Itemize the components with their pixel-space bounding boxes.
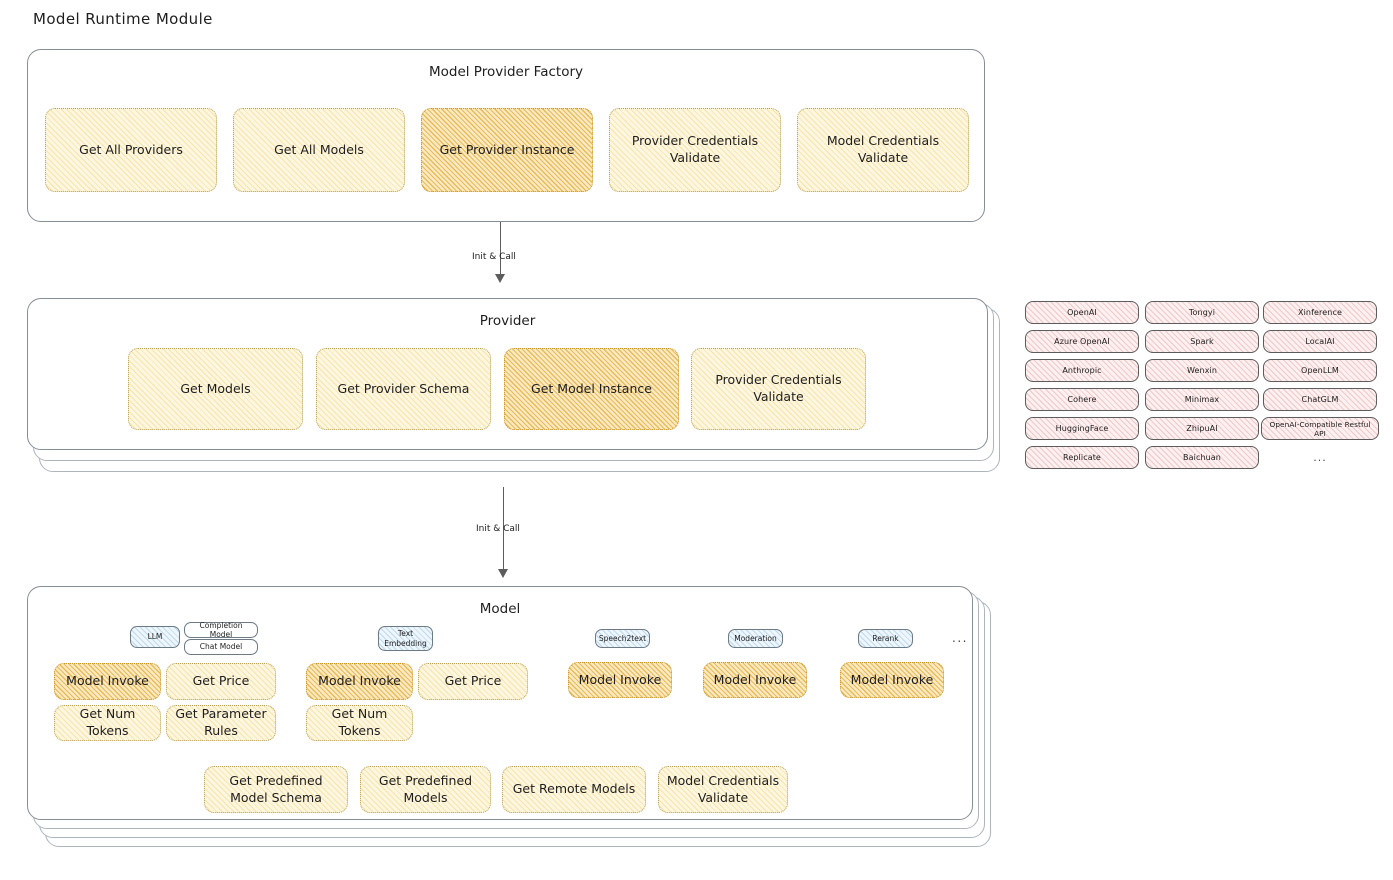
llm-node-get-parameter-rules[interactable]: Get Parameter Rules: [166, 705, 276, 741]
model-provider-factory-title: Model Provider Factory: [428, 64, 583, 80]
rerank-node-model-invoke[interactable]: Model Invoke: [840, 662, 944, 698]
arrow-provider-to-model-label: Init & Call: [476, 524, 520, 534]
arrow-factory-to-provider-head: [495, 274, 505, 283]
llm-node-get-price[interactable]: Get Price: [166, 663, 276, 700]
provider-node-get-models[interactable]: Get Models: [128, 348, 303, 430]
factory-node-model-credentials-validate[interactable]: Model Credentials Validate: [797, 108, 969, 192]
model-node-get-predefined-models[interactable]: Get Predefined Models: [360, 766, 491, 813]
arrow-provider-to-model-line: [503, 487, 505, 571]
factory-node-get-all-providers[interactable]: Get All Providers: [45, 108, 217, 192]
provider-chip-openai[interactable]: OpenAI: [1025, 301, 1139, 324]
provider-chip-openllm[interactable]: OpenLLM: [1263, 359, 1377, 382]
provider-chip-huggingface[interactable]: HuggingFace: [1025, 417, 1139, 440]
provider-chip-xinference[interactable]: Xinference: [1263, 301, 1377, 324]
text-embedding-node-get-price[interactable]: Get Price: [418, 663, 528, 700]
model-type-tag-llm[interactable]: LLM: [130, 626, 180, 648]
model-container: Model: [27, 586, 973, 820]
provider-chip-anthropic[interactable]: Anthropic: [1025, 359, 1139, 382]
model-type-tag-speech2text[interactable]: Speech2text: [595, 629, 650, 648]
model-types-more-ellipsis: ...: [952, 631, 968, 645]
factory-node-get-provider-instance[interactable]: Get Provider Instance: [421, 108, 593, 192]
provider-node-get-provider-schema[interactable]: Get Provider Schema: [316, 348, 491, 430]
model-node-get-predefined-model-schema[interactable]: Get Predefined Model Schema: [204, 766, 348, 813]
provider-chip-chatglm[interactable]: ChatGLM: [1263, 388, 1377, 411]
provider-chip-minimax[interactable]: Minimax: [1145, 388, 1259, 411]
text-embedding-node-get-num-tokens[interactable]: Get Num Tokens: [306, 705, 413, 741]
llm-node-model-invoke[interactable]: Model Invoke: [54, 663, 161, 700]
provider-chip-wenxin[interactable]: Wenxin: [1145, 359, 1259, 382]
provider-chip-baichuan[interactable]: Baichuan: [1145, 446, 1259, 469]
page-title: Model Runtime Module: [33, 10, 213, 28]
speech2text-node-model-invoke[interactable]: Model Invoke: [568, 662, 672, 698]
provider-node-provider-credentials-validate[interactable]: Provider Credentials Validate: [691, 348, 866, 430]
text-embedding-node-model-invoke[interactable]: Model Invoke: [306, 663, 413, 700]
provider-chip-more-ellipsis: ...: [1313, 451, 1327, 464]
model-subtype-tag-completion-model[interactable]: Completion Model: [184, 621, 258, 639]
llm-node-get-num-tokens[interactable]: Get Num Tokens: [54, 705, 161, 741]
provider-chip-tongyi[interactable]: Tongyi: [1145, 301, 1259, 324]
provider-chip-openai-compatible-restful-api[interactable]: OpenAI-Compatible Restful API: [1261, 417, 1379, 440]
model-title: Model: [479, 601, 521, 617]
provider-chip-spark[interactable]: Spark: [1145, 330, 1259, 353]
provider-chip-zhipuai[interactable]: ZhipuAI: [1145, 417, 1259, 440]
provider-chip-cohere[interactable]: Cohere: [1025, 388, 1139, 411]
factory-node-provider-credentials-validate[interactable]: Provider Credentials Validate: [609, 108, 781, 192]
model-type-tag-rerank[interactable]: Rerank: [858, 629, 913, 648]
model-type-tag-moderation[interactable]: Moderation: [728, 629, 783, 648]
provider-title: Provider: [479, 313, 536, 329]
model-node-model-credentials-validate[interactable]: Model Credentials Validate: [658, 766, 788, 813]
provider-chip-localai[interactable]: LocalAI: [1263, 330, 1377, 353]
arrow-factory-to-provider-label: Init & Call: [472, 252, 516, 262]
factory-node-get-all-models[interactable]: Get All Models: [233, 108, 405, 192]
provider-chip-azure-openai[interactable]: Azure OpenAI: [1025, 330, 1139, 353]
model-subtype-tag-chat-model[interactable]: Chat Model: [184, 639, 258, 655]
moderation-node-model-invoke[interactable]: Model Invoke: [703, 662, 807, 698]
model-type-tag-text-embedding[interactable]: Text Embedding: [378, 626, 433, 651]
arrow-factory-to-provider-line: [500, 222, 502, 276]
provider-node-get-model-instance[interactable]: Get Model Instance: [504, 348, 679, 430]
provider-chip-replicate[interactable]: Replicate: [1025, 446, 1139, 469]
model-node-get-remote-models[interactable]: Get Remote Models: [502, 766, 646, 813]
arrow-provider-to-model-head: [498, 569, 508, 578]
